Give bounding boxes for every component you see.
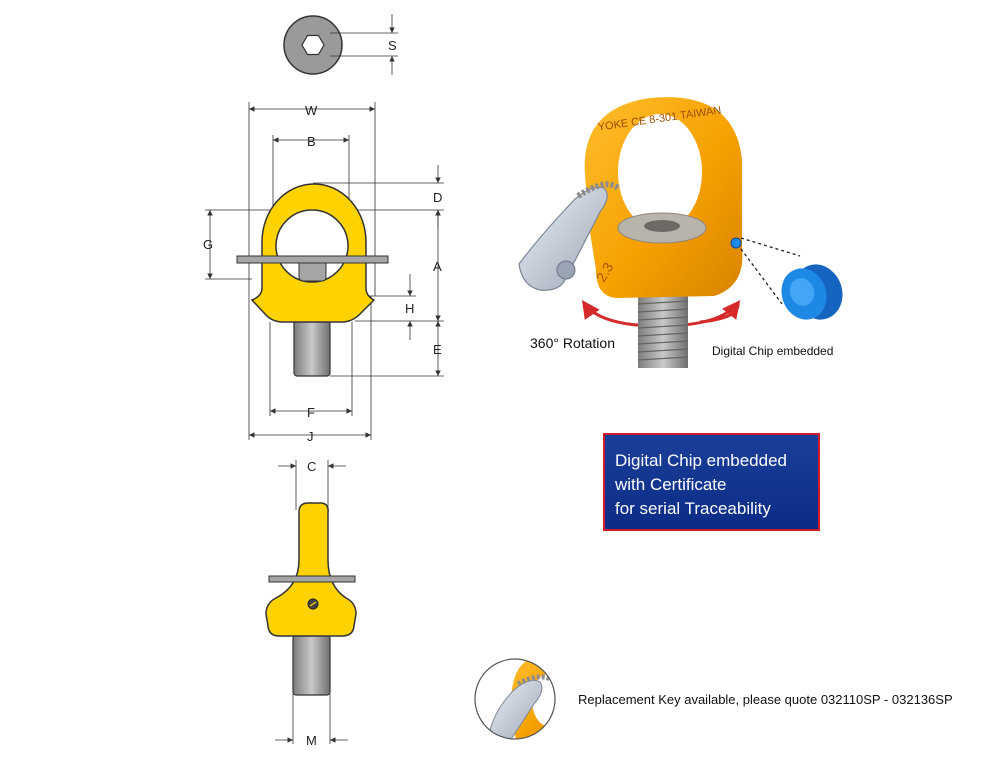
chip-dot-icon — [730, 237, 742, 249]
side-view: C M — [265, 459, 357, 748]
replacement-note: Replacement Key available, please quote … — [578, 692, 953, 707]
dim-label-s: S — [388, 38, 397, 53]
banner-line-2: with Certificate — [615, 475, 727, 494]
dim-label-g: G — [203, 237, 213, 252]
digital-chip-icon — [781, 264, 843, 320]
traceability-banner: Digital Chip embedded with Certificate f… — [603, 433, 820, 531]
hex-socket-icon — [301, 34, 325, 56]
photo-retaining-key — [518, 186, 608, 291]
front-ring-eye — [275, 209, 349, 283]
top-view: S — [283, 14, 398, 75]
front-bolt — [293, 319, 331, 377]
side-bolt — [292, 634, 331, 696]
rotation-label: 360° Rotation — [530, 335, 615, 351]
dim-label-d: D — [433, 190, 442, 205]
chip-label: Digital Chip embedded — [712, 344, 833, 358]
dim-label-c: C — [307, 459, 316, 474]
photo-ring-eye — [618, 114, 702, 230]
dim-label-f: F — [307, 405, 315, 420]
dim-label-w: W — [305, 103, 318, 118]
dim-label-j: J — [307, 429, 314, 444]
product-photo: YOKE CE 8-301 TAIWAN 2.3 360° Rotation D… — [518, 97, 843, 368]
banner-line-3: for serial Traceability — [615, 499, 771, 518]
side-body — [265, 502, 357, 637]
dim-label-a: A — [433, 259, 442, 274]
dim-label-h: H — [405, 301, 414, 316]
dim-label-m: M — [306, 733, 317, 748]
front-view: W B D G A H E F J — [203, 102, 444, 444]
replacement-key-thumbnail — [474, 658, 556, 740]
dim-label-b: B — [307, 134, 316, 149]
banner-line-1: Digital Chip embedded — [615, 451, 787, 470]
dim-label-e: E — [433, 342, 442, 357]
